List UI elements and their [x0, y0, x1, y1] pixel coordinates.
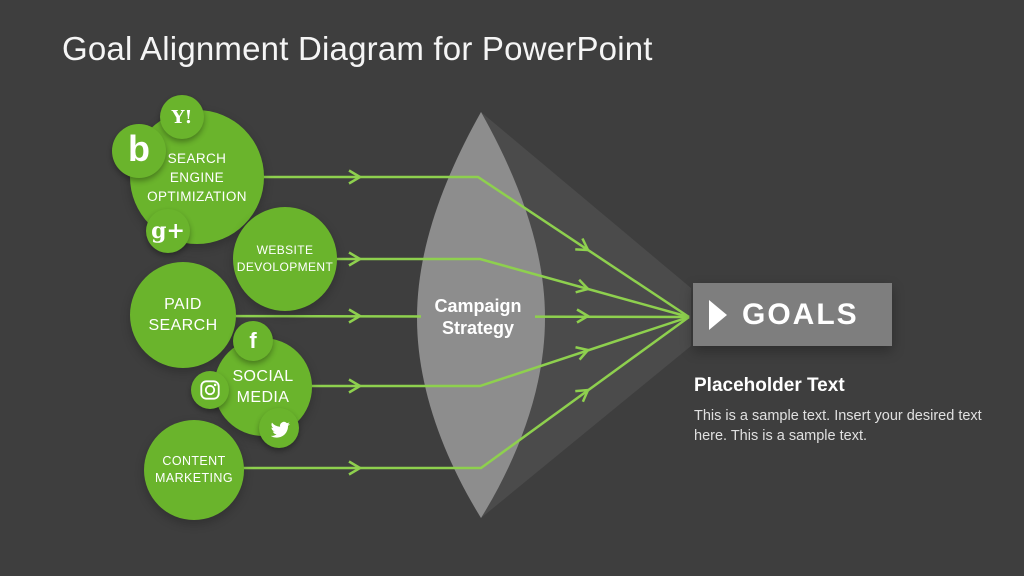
circle-label-line: SOCIAL — [232, 368, 294, 385]
placeholder-body: This is a sample text. Insert your desir… — [694, 408, 982, 444]
placeholder-block: Placeholder Text This is a sample text. … — [694, 375, 1004, 446]
flow-line-content — [194, 315, 690, 470]
facebook-icon: f — [233, 321, 273, 361]
google-plus-icon: g+ — [146, 209, 190, 253]
facebook-glyph: f — [249, 328, 257, 353]
flow-line-website — [285, 257, 690, 319]
slide-title: Goal Alignment Diagram for PowerPoint — [62, 30, 653, 67]
circle-label-line: SEARCH — [167, 150, 227, 166]
circle-label-line: PAID — [164, 296, 202, 313]
circle-label-line: CONTENT — [162, 454, 226, 468]
goals-label: GOALS — [742, 297, 859, 331]
circle-label-line: OPTIMIZATION — [147, 188, 247, 204]
goals-box: GOALS — [693, 283, 892, 346]
flow-lines — [182, 175, 690, 470]
circle-content-marketing: CONTENT MARKETING — [144, 420, 244, 520]
circle-label-line: WEBSITE — [256, 243, 314, 257]
campaign-strategy-line2: Strategy — [441, 318, 515, 338]
twitter-icon — [259, 408, 299, 448]
circle-label-line: MEDIA — [236, 389, 290, 406]
google-plus-glyph: g+ — [151, 218, 185, 244]
circle-label-line: MARKETING — [155, 471, 233, 485]
circle-paid-search: PAID SEARCH — [130, 262, 236, 368]
bing-icon: b — [112, 124, 166, 178]
bing-glyph: b — [128, 128, 150, 169]
circle-label-line: DEVOLOPMENT — [236, 260, 334, 274]
placeholder-heading: Placeholder Text — [694, 375, 845, 396]
instagram-camera-glyph — [200, 380, 220, 400]
campaign-strategy-label: Campaign Strategy — [421, 292, 535, 342]
flow-line-seo — [197, 175, 690, 319]
twitter-bird-glyph — [270, 421, 290, 438]
play-triangle-icon — [709, 299, 727, 330]
circle-label-line: ENGINE — [169, 169, 225, 185]
instagram-icon — [191, 371, 229, 409]
flow-line-social — [263, 315, 690, 388]
campaign-strategy-line1: Campaign — [434, 296, 522, 316]
circle-label-line: SEARCH — [148, 317, 218, 334]
yahoo-icon: Y! — [160, 95, 204, 139]
yahoo-glyph: Y! — [171, 106, 193, 128]
flow-arrowheads — [348, 169, 591, 476]
circle-website-devolopment: WEBSITE DEVOLOPMENT — [233, 207, 337, 311]
